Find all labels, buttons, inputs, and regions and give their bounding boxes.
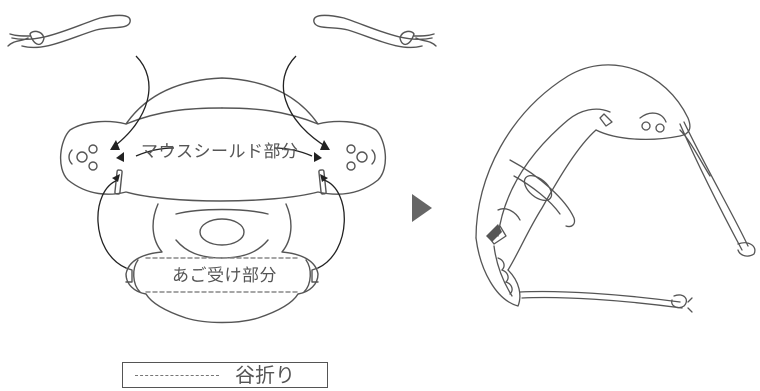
assembled-mask-fills bbox=[486, 224, 502, 242]
fold-line-sample bbox=[135, 375, 219, 376]
next-step-arrow-icon bbox=[412, 194, 432, 222]
left-strap bbox=[7, 14, 131, 49]
mouth-shield-outline bbox=[60, 77, 386, 202]
assembled-mask bbox=[475, 64, 756, 313]
legend-fold-label: 谷折り bbox=[235, 363, 295, 387]
mouth-shield-label: マウスシールド部分 bbox=[141, 142, 299, 162]
arrow-heads bbox=[110, 140, 330, 182]
assembly-arrows bbox=[97, 55, 345, 269]
chin-rest-label: あご受け部分 bbox=[172, 266, 277, 286]
chin-rest-outline bbox=[125, 203, 319, 324]
right-strap bbox=[313, 14, 437, 49]
legend-box: 谷折り bbox=[122, 362, 328, 388]
